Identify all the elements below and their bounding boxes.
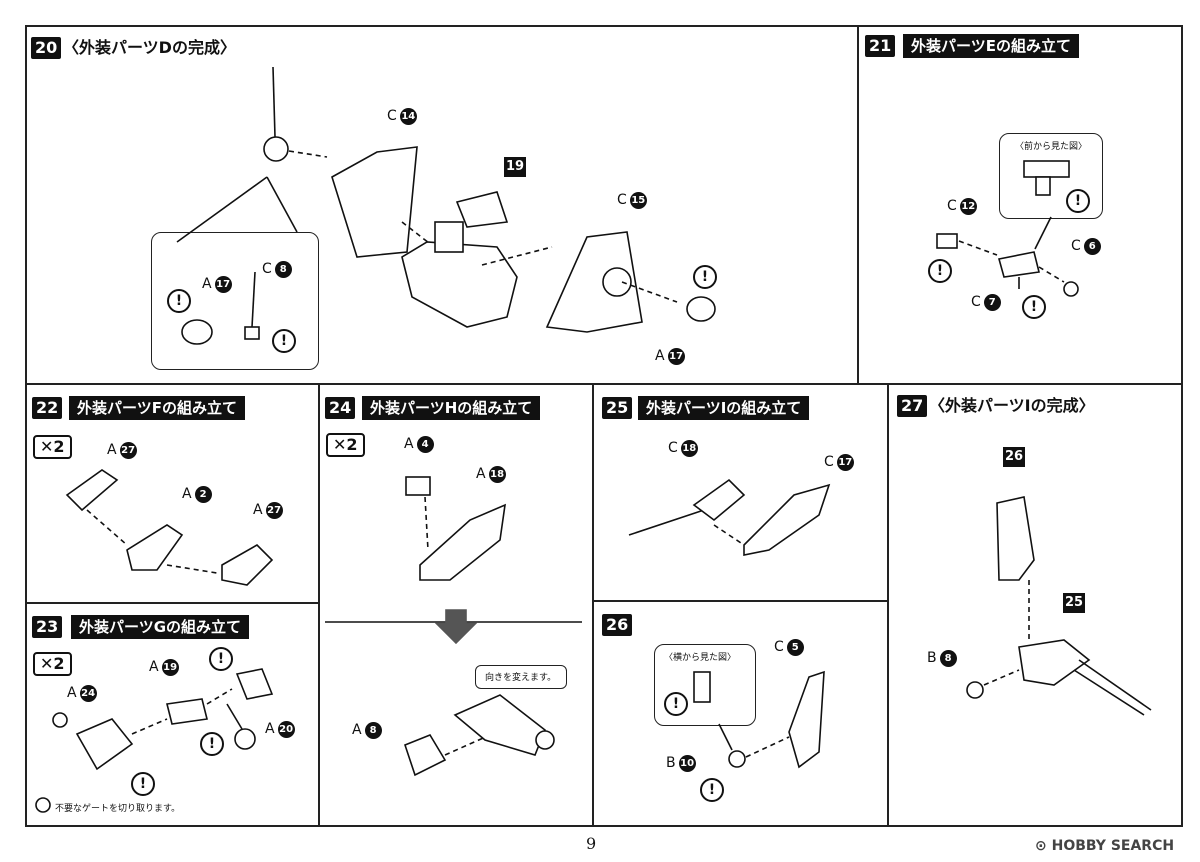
warning-icon: ! (1066, 189, 1090, 213)
watermark: ⊙ HOBBY SEARCH (1035, 838, 1175, 854)
step-title: 外装パーツEの組み立て (903, 34, 1079, 58)
divider-24-25 (592, 383, 594, 827)
callout-caption: 〈横から見た図〉 (664, 653, 737, 663)
instruction-sheet-frame (25, 25, 1183, 827)
callout-caption: 〈前から見た図〉 (1015, 142, 1088, 152)
warning-icon: ! (700, 778, 724, 802)
subassembly-label: 26 (1003, 447, 1025, 467)
quantity-badge: ✕2 (33, 435, 72, 459)
step-title: 〈外装パーツIの完成〉 (929, 396, 1095, 415)
warning-icon: ! (1022, 295, 1046, 319)
warning-icon: ! (664, 692, 688, 716)
divider-22-24 (318, 383, 320, 827)
step-24-drawing (325, 476, 582, 777)
step-title: 外装パーツFの組み立て (69, 396, 245, 420)
divider-20-21 (857, 25, 859, 383)
step-number: 27 (897, 395, 928, 417)
watermark-logo-icon: ⊙ (1035, 838, 1052, 854)
step-21-drawing (936, 160, 1079, 297)
step-number: 26 (602, 614, 633, 636)
quantity-badge: ✕2 (33, 652, 72, 676)
page-number: 9 (586, 834, 597, 853)
divider-row1 (25, 383, 1183, 385)
step-20-drawing (176, 66, 716, 345)
subassembly-label: 19 (504, 157, 526, 177)
warning-icon: ! (167, 289, 191, 313)
step-number: 22 (32, 397, 63, 419)
step-26-drawing (693, 670, 825, 769)
divider-row2 (25, 602, 318, 604)
step-number: 25 (602, 397, 633, 419)
warning-icon: ! (693, 265, 717, 289)
warning-icon: ! (272, 329, 296, 353)
step-number: 21 (865, 35, 896, 57)
step-23-drawing (35, 668, 274, 813)
gate-cut-footnote: 不要なゲートを切り取ります。 (55, 804, 181, 814)
step-title: 外装パーツHの組み立て (362, 396, 541, 420)
step-number: 23 (32, 616, 63, 638)
warning-icon: ! (928, 259, 952, 283)
divider-25-26 (592, 600, 888, 602)
step-25-drawing (628, 478, 831, 556)
step-22-drawing (65, 469, 274, 586)
warning-icon: ! (200, 732, 224, 756)
step-number: 20 (31, 37, 62, 59)
step-title: 外装パーツIの組み立て (638, 396, 810, 420)
quantity-badge: ✕2 (326, 433, 365, 457)
warning-icon: ! (209, 647, 233, 671)
step-title: 外装パーツGの組み立て (71, 615, 250, 639)
orientation-callout (475, 665, 567, 689)
step-title: 〈外装パーツDの完成〉 (63, 38, 236, 57)
warning-icon: ! (131, 772, 155, 796)
callout-caption: 向きを変えます。 (485, 673, 557, 683)
subassembly-label: 25 (1063, 593, 1085, 613)
divider-25-27 (887, 383, 889, 827)
step-number: 24 (325, 397, 356, 419)
step-27-drawing (966, 496, 1152, 716)
